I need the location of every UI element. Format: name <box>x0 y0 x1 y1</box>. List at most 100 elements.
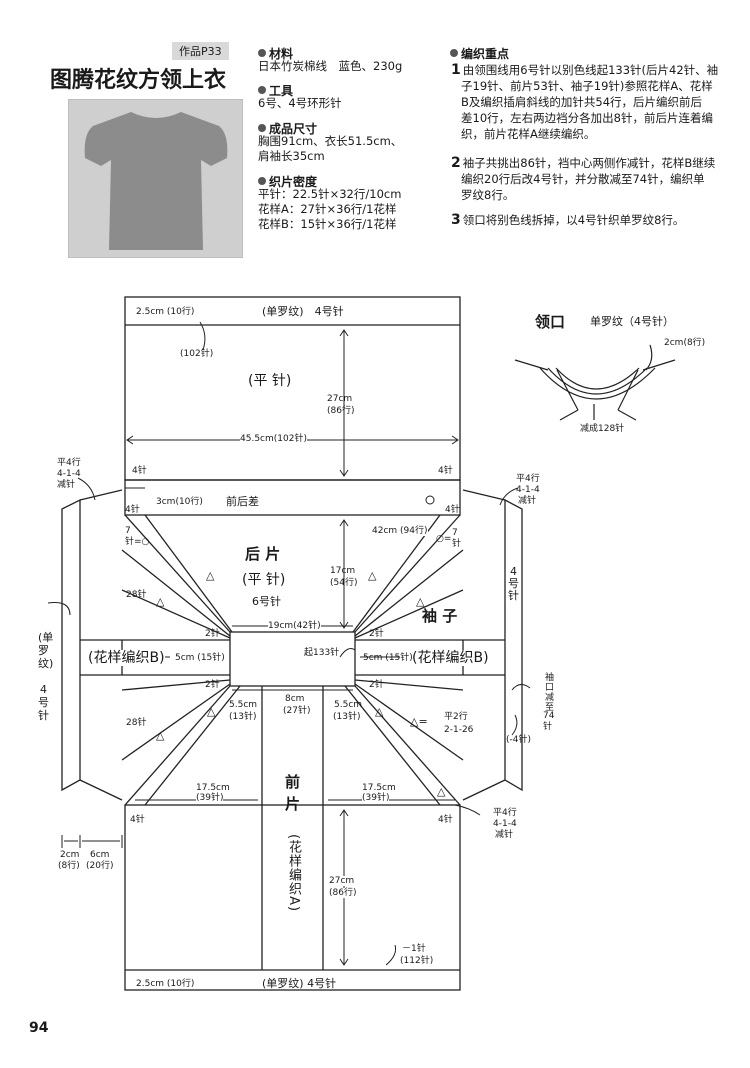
label: 4针 <box>438 815 453 825</box>
label: 针 <box>452 539 462 549</box>
tools-heading: 工具 <box>258 82 293 99</box>
label: 4-1-4 <box>57 469 81 479</box>
triangle-mark: △ <box>375 705 384 718</box>
triangle-mark: △ <box>206 569 215 582</box>
triangle-mark: △ <box>156 595 165 608</box>
size-line: 肩袖长35cm <box>258 149 325 163</box>
label: 4针 <box>132 466 147 476</box>
label: (13针) <box>229 712 257 722</box>
label: 4针 <box>438 466 453 476</box>
step-number: 1 <box>451 62 461 78</box>
label: (花样编织B) <box>88 650 165 666</box>
label: 针=○ <box>125 537 150 547</box>
materials-line: 日本竹炭棉线 蓝色、230g <box>258 59 403 73</box>
label: 前后差 <box>226 495 259 508</box>
label: 起133针 <box>304 648 340 658</box>
label: 5cm (15针) <box>175 653 225 663</box>
label: 减针 <box>57 480 76 490</box>
label: 28针 <box>126 718 147 728</box>
step-line: 由领围线用6号针以别色线起133针(后片42针、袖 <box>462 63 719 77</box>
label: (39针) <box>196 793 224 803</box>
label: 2-1-26 <box>444 725 474 735</box>
gauge-line: 花样B：15针×36行/1花样 <box>258 217 397 231</box>
label: 4针 <box>445 505 460 515</box>
label: 7 <box>452 528 458 538</box>
label: 平4行 <box>493 808 517 818</box>
label: 5cm (15针) <box>363 653 413 663</box>
page-title: 图腾花纹方领上衣 <box>50 68 227 93</box>
label: 27cm <box>327 394 353 404</box>
step-number: 2 <box>451 155 461 171</box>
label: 17.5cm <box>362 783 396 793</box>
label: 17.5cm <box>196 783 230 793</box>
label: 4针 <box>125 505 140 515</box>
label: (86行) <box>327 406 355 416</box>
step-line: 编织20行后改4号针，并分散减至74针，编织单 <box>461 172 705 186</box>
label: (花样编织B) <box>412 650 489 666</box>
neck-rib: 单罗纹（4号针） <box>590 315 674 328</box>
label: 4 <box>510 565 517 578</box>
garment-photo <box>68 99 243 258</box>
label: 7 <box>125 526 131 536</box>
size-line: 胸围91cm、衣长51.5cm、 <box>258 134 403 148</box>
label: (-4针) <box>506 735 531 745</box>
step-line: B及编织插肩斜线的加针共54行，后片编织前后 <box>461 95 703 109</box>
label: 42cm (94行) <box>372 526 428 536</box>
neck-depth: 2cm(8行) <box>664 338 706 348</box>
step-line: 袖子共挑出86针，裆中心两侧作减针，花样B继续 <box>462 156 716 170</box>
label: 针 <box>543 722 553 732</box>
label: (54行) <box>330 578 358 588</box>
label: 2.5cm (10行) <box>136 307 195 317</box>
label: 2针 <box>369 629 384 639</box>
step-line: 子19针、前片53针、袖子19针)参照花样A、花样 <box>461 79 713 93</box>
step-line: 罗纹8行。 <box>461 188 515 202</box>
gauge-heading: 织片密度 <box>258 173 317 190</box>
label: (20行) <box>86 861 114 871</box>
label: (39针) <box>362 793 390 803</box>
label: (单罗纹) 4号针 <box>262 977 337 990</box>
front-piece-title: 片 <box>285 795 301 813</box>
label: (102针) <box>180 349 214 359</box>
materials-heading: 材料 <box>258 45 293 62</box>
neck-reduce: 减成128针 <box>580 424 625 434</box>
label: 4 <box>40 683 47 696</box>
front-piece-title: 前 <box>285 773 301 791</box>
label: 号 <box>508 577 519 590</box>
label: 4-1-4 <box>493 819 517 829</box>
label: 27cm <box>329 876 355 886</box>
label: 针 <box>508 589 519 602</box>
label: 74 <box>543 711 555 721</box>
label: (112针) <box>400 956 434 966</box>
sleeve-title: 袖 子 <box>422 607 458 625</box>
label: 减针 <box>518 496 537 506</box>
label: 6cm <box>90 850 110 860</box>
back-piece-title: 后 片 <box>245 545 281 563</box>
label: 袖口减至 <box>543 672 553 712</box>
triangle-mark: △ <box>416 595 425 608</box>
label: 平2行 <box>444 712 468 722</box>
label: 17cm <box>330 566 356 576</box>
triangle-mark: △ <box>368 569 377 582</box>
label: 3cm(10行) <box>156 497 203 507</box>
label: (单 <box>38 631 54 644</box>
label: 5.5cm <box>229 700 258 710</box>
label: 5.5cm <box>334 700 363 710</box>
label: (27针) <box>283 706 311 716</box>
label: 2针 <box>205 680 220 690</box>
label: 4-1-4 <box>516 485 540 495</box>
step-line: 领口将别色线拆掉，以4号针织单罗纹8行。 <box>462 213 685 227</box>
sweater-silhouette-icon <box>84 112 228 250</box>
label: 19cm(42针) <box>268 621 321 631</box>
label: ○= <box>436 534 452 544</box>
label: 针 <box>38 709 49 722</box>
label: (平 针) <box>242 572 286 588</box>
label: 2针 <box>369 680 384 690</box>
label: 2针 <box>205 629 220 639</box>
size-heading: 成品尺寸 <box>258 120 317 137</box>
label: 4针 <box>130 815 145 825</box>
label: (86行) <box>329 888 357 898</box>
triangle-mark: △ <box>156 729 165 742</box>
label: 罗 <box>38 644 49 657</box>
